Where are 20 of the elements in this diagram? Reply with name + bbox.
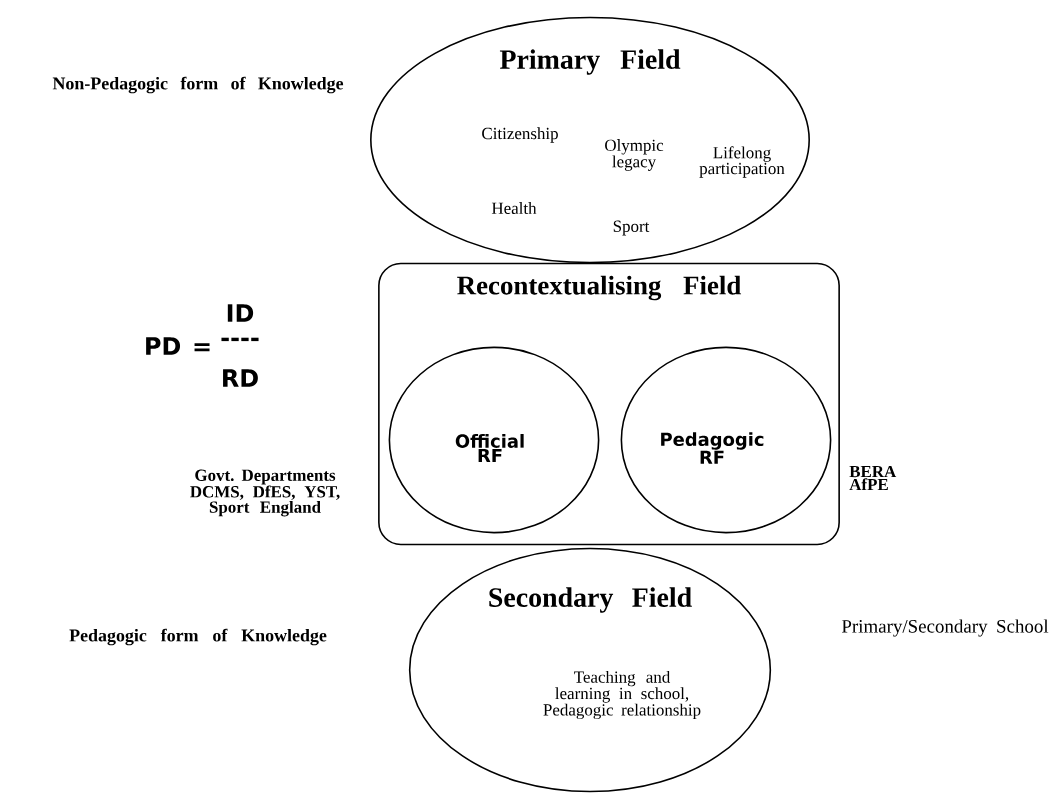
topic-label: Health	[491, 202, 537, 214]
topic-label: Sport	[613, 220, 650, 236]
field-title: Secondary Field	[489, 587, 692, 613]
formula-text: ID	[227, 304, 254, 322]
formula-text: RD	[223, 369, 258, 387]
formula-text: ----	[221, 337, 259, 342]
formula-text: PD =	[146, 337, 210, 355]
topic-label: Olympic legacy	[605, 139, 664, 171]
topic-label: Teaching and learning in school, Pedagogic relationship	[543, 670, 701, 720]
topic-label: Citizenship	[482, 127, 558, 143]
label-text: Non-Pedagogic form of Knowledge	[52, 76, 344, 94]
label-text: Pedagogic form of Knowledge	[69, 628, 327, 646]
field-title: Recontextualising Field	[457, 275, 742, 301]
circle-label: Official RF	[455, 434, 524, 462]
label-text: Primary/Secondary School	[841, 619, 1049, 637]
field-title: Primary Field	[499, 49, 681, 75]
organisation-label: BERA AfPE	[849, 465, 897, 491]
topic-label: Lifelong participation	[699, 146, 785, 178]
organisation-label: Govt. Departments DCMS, DfES, YST, Sport England	[190, 469, 340, 517]
circle-label: Pedagogic RF	[661, 432, 764, 464]
